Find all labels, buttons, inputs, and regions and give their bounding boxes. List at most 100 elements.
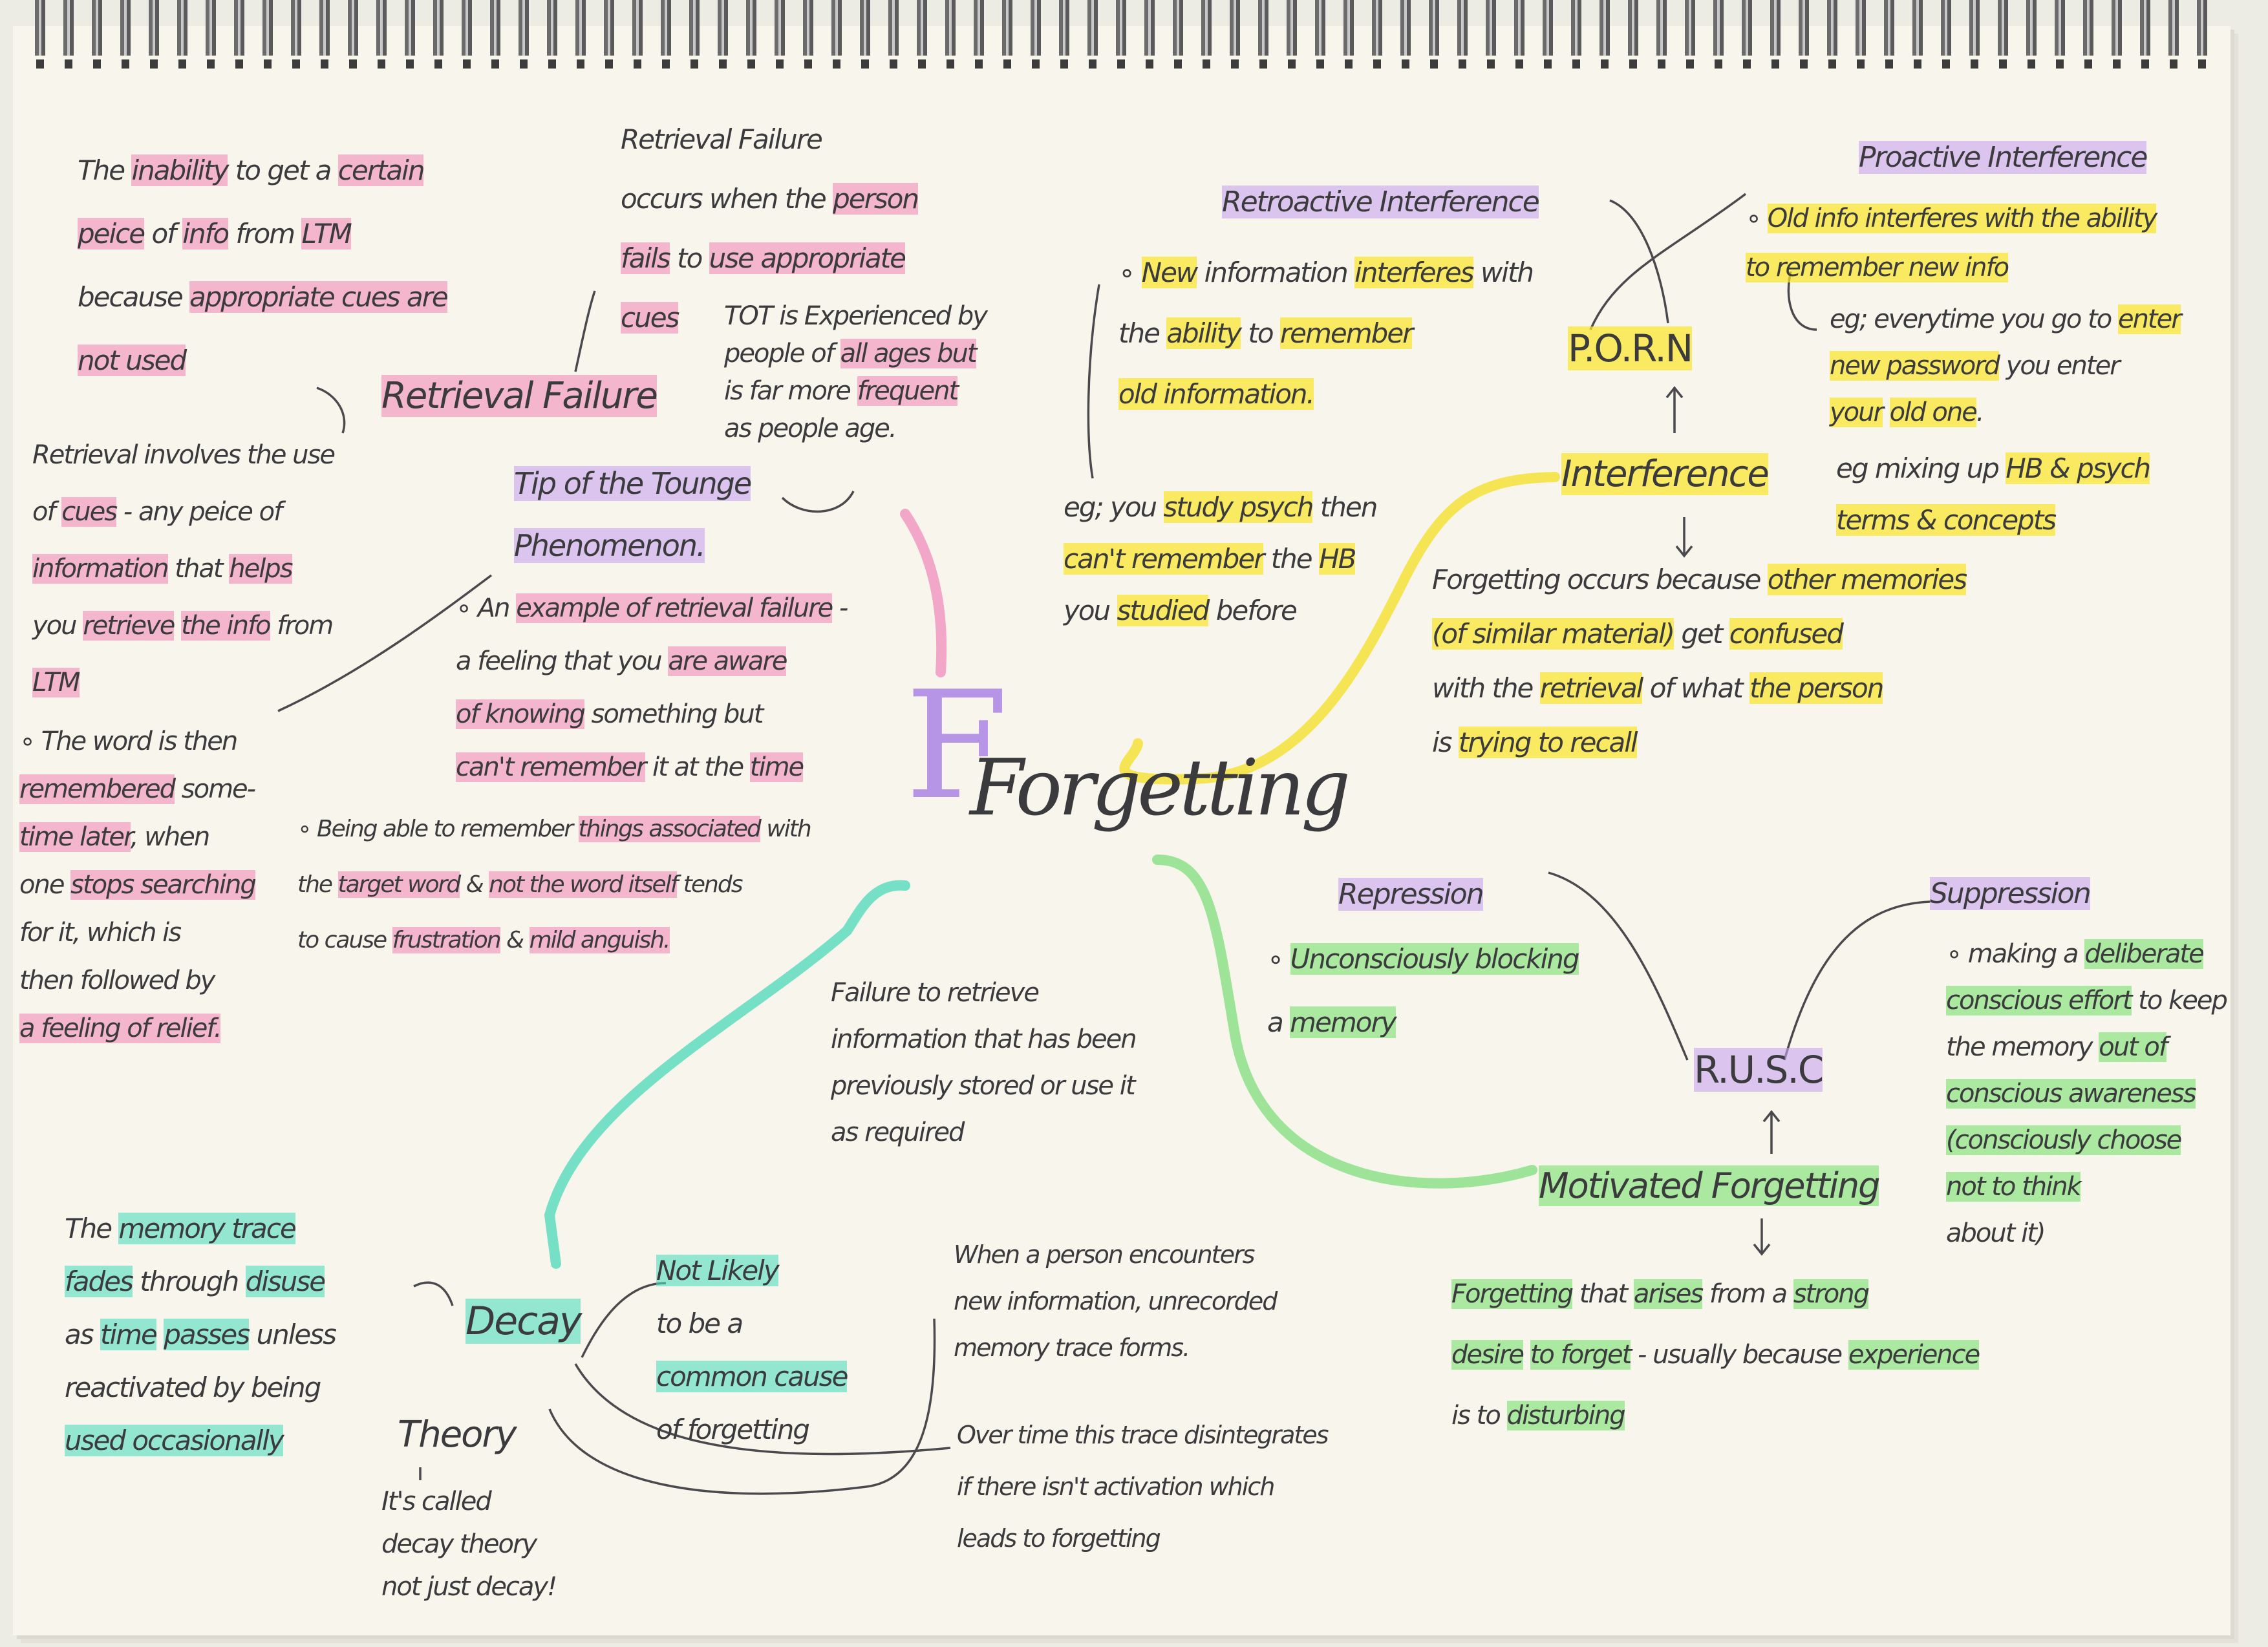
highlighted-text: retrieval xyxy=(1539,672,1643,704)
note-line: remembered some- xyxy=(19,765,256,813)
note-text: new information, unrecorded xyxy=(954,1287,1278,1315)
note-text: information xyxy=(1197,257,1355,288)
note-line: of cues - any peice of xyxy=(32,483,334,540)
highlighted-text: enter xyxy=(2117,304,2182,334)
note-text: unless xyxy=(249,1319,337,1350)
highlighted-text: can't remember xyxy=(1064,543,1265,575)
highlighted-text: can't remember xyxy=(456,752,647,782)
highlighted-text: time xyxy=(749,752,804,782)
note-text: with the xyxy=(1432,672,1540,704)
retrieval-failure-title: Retrieval Failure xyxy=(381,368,658,424)
note-line: to cause frustration & mild anguish. xyxy=(297,913,811,968)
note-line: a feeling that you are aware xyxy=(456,635,847,688)
note-line: Not Likely xyxy=(656,1244,847,1297)
highlighted-text: fails xyxy=(621,242,671,274)
highlighted-text: not to think xyxy=(1946,1172,2082,1202)
highlighted-text: remembered xyxy=(19,774,176,804)
highlighted-text: of knowing xyxy=(456,699,586,729)
note-line: leads to forgetting xyxy=(957,1513,1328,1564)
highlighted-text: interferes xyxy=(1354,257,1475,288)
highlighted-text: frequent xyxy=(857,376,959,406)
highlighted-text: certain xyxy=(337,154,425,186)
note-line: Over time this trace disintegrates xyxy=(957,1409,1329,1461)
note-line: because appropriate cues are xyxy=(78,266,449,329)
note-line: ∘ An example of retrieval failure - xyxy=(456,582,848,635)
note-text: decay theory xyxy=(381,1529,537,1559)
note-line: (consciously choose xyxy=(1946,1117,2227,1164)
note-text: as people age. xyxy=(724,414,897,443)
interference-title: Interference xyxy=(1561,443,1770,506)
highlighted-text: studied xyxy=(1117,595,1210,626)
note-text: before xyxy=(1208,595,1298,626)
highlighted-text: fades xyxy=(65,1266,134,1297)
note-text: a feeling that you xyxy=(456,646,669,676)
highlighted-text: Decay xyxy=(465,1299,582,1344)
note-line: TOT is Experienced by xyxy=(724,297,988,335)
highlighted-text: person xyxy=(833,183,919,215)
highlighted-text: not the word itself xyxy=(489,871,678,898)
note-text xyxy=(174,611,181,641)
note-text: you xyxy=(1064,595,1117,626)
note-line: Forgetting that arises from a strong xyxy=(1451,1264,1979,1324)
note-text: ∘ Being able to remember xyxy=(297,816,579,842)
note-line: one stops searching xyxy=(19,861,257,909)
highlighted-text: info xyxy=(182,218,230,250)
note-line: fades through disuse xyxy=(65,1255,336,1308)
highlighted-text: information xyxy=(32,554,169,584)
note-text: ∘ making a xyxy=(1946,939,2085,969)
note-text: When a person encounters xyxy=(954,1240,1255,1269)
highlighted-text: your xyxy=(1830,398,1884,427)
retroactive-title: Retroactive Interference xyxy=(1222,171,1540,233)
note-text: eg; you xyxy=(1064,491,1164,523)
note-text: not just decay! xyxy=(381,1572,557,1602)
note-text: TOT is Experienced by xyxy=(724,301,988,331)
note-line: Retrieval Failure xyxy=(621,110,918,169)
highlighted-text: experience xyxy=(1848,1340,1980,1370)
highlighted-text: R.U.S.C xyxy=(1694,1048,1824,1092)
note-line: fails to use appropriate xyxy=(621,229,918,288)
note-line: can't remember the HB xyxy=(1064,533,1376,585)
note-line: not used xyxy=(78,329,447,392)
associated-things: ∘ Being able to remember things associat… xyxy=(297,802,812,968)
note-line: decay theory xyxy=(381,1523,556,1566)
highlighted-text: LTM xyxy=(301,218,352,250)
highlighted-text: Unconsciously blocking xyxy=(1290,943,1580,975)
note-text: ∘ The word is then xyxy=(19,727,238,756)
note-text: Retrieval Failure xyxy=(621,123,823,155)
note-line: eg; you study psych then xyxy=(1064,482,1378,533)
note-line: The inability to get a certain xyxy=(78,139,447,202)
note-line: is trying to recall xyxy=(1432,716,1966,770)
highlighted-text: conscious effort xyxy=(1946,986,2133,1015)
note-line: the memory out of xyxy=(1946,1024,2227,1070)
note-line: occurs when the person xyxy=(621,169,919,229)
highlighted-text: New xyxy=(1141,257,1198,288)
note-line: Theory xyxy=(398,1403,517,1467)
highlighted-text: cues xyxy=(61,497,118,527)
note-line: Tip of the Tounge xyxy=(514,452,752,515)
note-line: cues xyxy=(621,288,918,348)
note-line: LTM xyxy=(32,654,334,711)
note-line: as required xyxy=(831,1109,1136,1156)
note-text: ∘ xyxy=(1267,943,1290,975)
note-text: & xyxy=(500,927,530,953)
note-line: with the retrieval of what the person xyxy=(1432,661,1966,716)
highlighted-text: study psych xyxy=(1163,491,1314,523)
trace-forms: When a person encounters new information,… xyxy=(954,1231,1278,1371)
note-text: - any peice of xyxy=(116,497,283,527)
highlighted-text: confused xyxy=(1729,618,1844,650)
note-line: conscious awareness xyxy=(1946,1070,2227,1117)
highlighted-text: a feeling of relief. xyxy=(19,1014,222,1043)
highlighted-text: to remember new info xyxy=(1746,253,2009,282)
note-line: as people age. xyxy=(724,410,987,447)
rusc-mnemonic: R.U.S.C xyxy=(1694,1041,1824,1099)
highlighted-text: passes xyxy=(164,1319,250,1350)
note-line: you retrieve the info from xyxy=(32,597,334,654)
